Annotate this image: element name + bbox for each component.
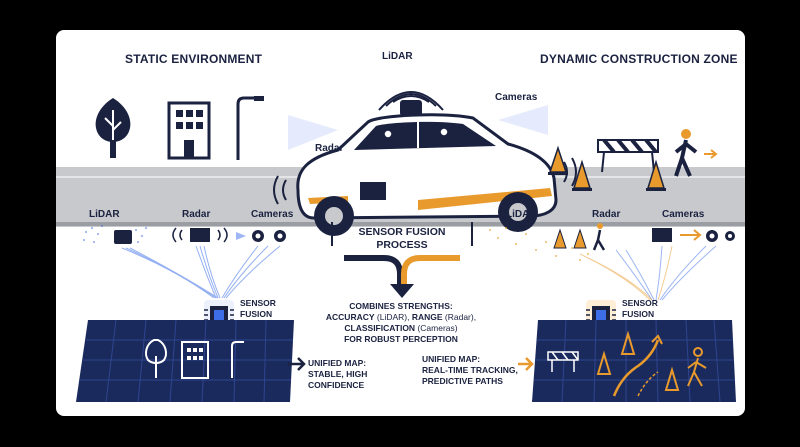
left-map-caption-3: CONFIDENCE (308, 380, 365, 390)
range-label: RANGE (411, 312, 443, 322)
center-desc-2: ACCURACY (LiDAR), RANGE (Radar), (308, 312, 494, 322)
accuracy-label: ACCURACY (325, 312, 375, 322)
dynamic-zone-header: DYNAMIC CONSTRUCTION ZONE (540, 52, 738, 66)
right-radar-label: Radar (592, 209, 621, 220)
left-lidar-label: LiDAR (89, 209, 120, 220)
left-map-caption-2: STABLE, HIGH (308, 369, 368, 379)
right-lidar-label: LiDAR (506, 209, 537, 220)
street-lamp-icon (236, 96, 264, 160)
center-title-1: SENSOR FUSION (358, 226, 446, 238)
right-sensor-inputs (489, 223, 735, 301)
autonomous-car (273, 91, 577, 236)
center-desc-4: FOR ROBUST PERCEPTION (344, 334, 458, 344)
left-unified-map (76, 319, 306, 403)
building-icon (167, 101, 211, 160)
left-cameras-label: Cameras (251, 209, 294, 220)
right-fusion-label-1: SENSOR (622, 298, 658, 308)
car-cameras-label: Cameras (495, 92, 538, 103)
car-radar-label: Radar (315, 143, 344, 154)
center-title-2: PROCESS (376, 239, 428, 251)
left-fusion-label-1: SENSOR (240, 298, 276, 308)
left-fusion-label-2: FUSION (240, 309, 273, 319)
range-source: (Radar), (442, 312, 477, 322)
diagram-card: STATIC ENVIRONMENT DYNAMIC CONSTRUCTION … (56, 30, 745, 416)
classification-source: (Cameras) (415, 323, 458, 333)
car-lidar-label: LiDAR (382, 51, 413, 62)
classification-label: CLASSIFICATION (344, 323, 416, 333)
center-desc-3: CLASSIFICATION (Cameras) (308, 323, 494, 333)
right-cameras-label: Cameras (662, 209, 705, 220)
tree-icon (95, 98, 131, 158)
left-map-caption-1: UNIFIED MAP: (308, 358, 367, 368)
right-map-caption-2: REAL-TIME TRACKING, (422, 365, 518, 375)
accuracy-source: (LiDAR), (374, 312, 412, 322)
construction-scene (548, 129, 718, 191)
left-sensor-inputs (83, 225, 286, 299)
right-fusion-label-2: FUSION (622, 309, 655, 319)
center-desc-1: COMBINES STRENGTHS: (349, 301, 453, 311)
road-edge (56, 222, 745, 226)
right-map-caption-3: PREDICTIVE PATHS (422, 376, 503, 386)
right-unified-map (518, 319, 736, 403)
left-radar-label: Radar (182, 209, 211, 220)
static-environment-header: STATIC ENVIRONMENT (125, 52, 263, 66)
right-map-caption-1: UNIFIED MAP: (422, 354, 481, 364)
center-bracket (331, 222, 473, 298)
